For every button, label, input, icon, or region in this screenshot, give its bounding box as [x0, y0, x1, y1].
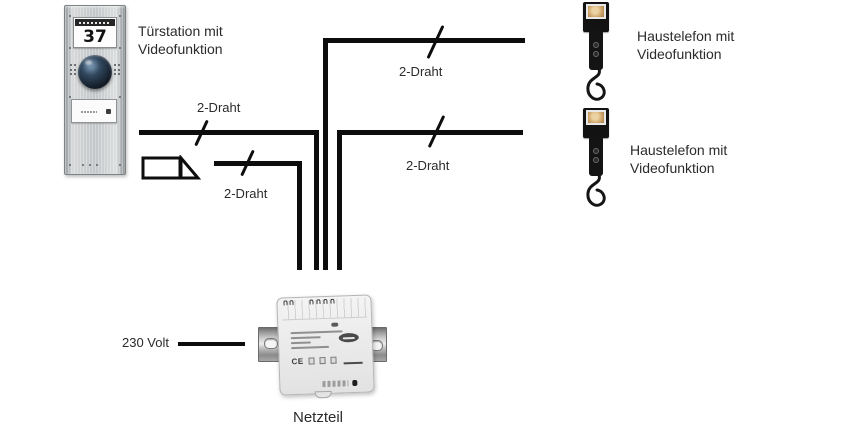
- screw-icon: [119, 15, 121, 17]
- handset-cord-icon: [586, 68, 606, 101]
- terminal-mark-icon: [330, 298, 335, 304]
- certification-row: CE: [291, 356, 337, 367]
- handset-cord-icon: [586, 174, 606, 207]
- handset-image: [583, 2, 609, 106]
- wire-door-lower-vertical: [297, 161, 302, 270]
- camera-dome-icon: [78, 55, 112, 89]
- handset1-label: Haustelefon mit Videofunktion: [637, 27, 734, 63]
- handset-video-screen: [586, 110, 606, 125]
- handset-video-screen: [586, 4, 606, 19]
- wire-door-upper-horizontal: [139, 130, 319, 135]
- handset-receiver: [589, 137, 603, 176]
- call-button-icon: [106, 109, 111, 114]
- door-station-image: 37: [64, 5, 126, 175]
- terminal-mark-icon: [316, 299, 321, 305]
- nameplate-text: [81, 111, 97, 113]
- din-release-clip: [314, 390, 332, 399]
- house-number: 37: [83, 26, 107, 47]
- wire-door-upper-vertical: [314, 130, 319, 270]
- wire-label: 2-Draht: [406, 158, 450, 173]
- terminal-mark-icon: [309, 299, 314, 305]
- wire-handset2-vertical: [337, 130, 342, 270]
- screw-icon: [119, 164, 121, 166]
- led-lights-icon: [70, 64, 76, 76]
- handset-receiver: [589, 31, 603, 70]
- screw-icon: [69, 96, 71, 98]
- sign-street-band: [75, 19, 115, 26]
- sign-street-text: [79, 21, 111, 24]
- power-supply-module-image: CE: [276, 294, 375, 399]
- door-station-label: Türstation mit Videofunktion: [138, 22, 223, 58]
- rail-slot-icon: [264, 338, 278, 349]
- call-button-plate: [71, 99, 117, 123]
- terminal-mark-icon: [283, 300, 288, 306]
- wire-label: 2-Draht: [399, 64, 443, 79]
- handset2-label: Haustelefon mit Videofunktion: [630, 141, 727, 177]
- screw-icon: [119, 47, 121, 49]
- wire-door-lower-horizontal: [214, 161, 302, 166]
- handset-button-icon: [593, 148, 599, 154]
- led-lights-icon: [114, 64, 120, 76]
- voltage-label: 230 Volt: [122, 335, 169, 350]
- screw-icon: [69, 164, 71, 166]
- wire-handset1-vertical: [323, 38, 328, 270]
- psu-logo-icon: [331, 322, 339, 327]
- handset-button-icon: [593, 51, 599, 57]
- handset-monitor: [583, 2, 609, 32]
- wire-handset1-horizontal: [323, 38, 525, 43]
- ce-mark: CE: [291, 356, 304, 367]
- cert-glyph-icon: [308, 357, 315, 365]
- cert-glyph-icon: [330, 356, 337, 364]
- handset1-label-line1: Haustelefon mit: [637, 28, 735, 44]
- handset-monitor: [583, 108, 609, 138]
- screw-icon: [69, 15, 71, 17]
- wire-label: 2-Draht: [224, 186, 268, 201]
- screw-icon: [69, 47, 71, 49]
- handset2-label-line2: Videofunktion: [630, 160, 715, 176]
- door-station-label-line2: Videofunktion: [138, 41, 223, 57]
- speaker-holes-icon: [82, 164, 98, 166]
- psu-bottom-terminal-marks: [322, 380, 349, 388]
- house-number-sign: 37: [73, 17, 117, 48]
- screw-icon: [119, 96, 121, 98]
- terminal-mark-icon: [289, 300, 294, 306]
- psu-label-underline: [343, 361, 363, 365]
- handset1-label-line2: Videofunktion: [637, 46, 722, 62]
- terminal-mark-icon: [323, 298, 328, 305]
- wire-handset2-horizontal: [337, 130, 523, 135]
- handset-image: [583, 108, 609, 212]
- psu-output-dot-icon: [352, 379, 358, 387]
- mains-wire: [178, 342, 245, 346]
- handset2-label-line1: Haustelefon mit: [630, 142, 728, 158]
- cert-glyph-icon: [319, 357, 326, 365]
- handset-button-icon: [593, 42, 599, 48]
- door-station-label-line1: Türstation mit: [138, 23, 223, 39]
- power-supply-label: Netzteil: [293, 409, 344, 426]
- junction-box-symbol-icon: [141, 155, 201, 180]
- handset-button-icon: [593, 157, 599, 163]
- wire-label: 2-Draht: [197, 100, 241, 115]
